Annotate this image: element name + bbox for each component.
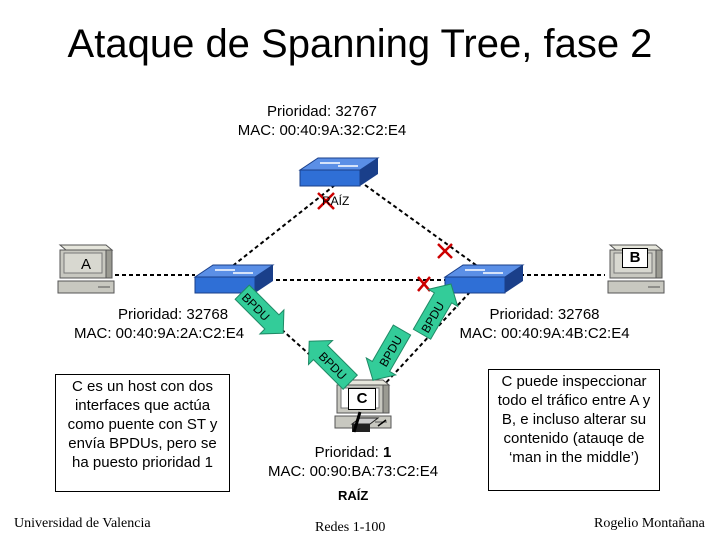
host-c-label: C bbox=[348, 388, 376, 410]
switch-icon bbox=[193, 264, 275, 294]
blocked-port-marks bbox=[317, 192, 453, 292]
host-a-label: A bbox=[80, 256, 91, 273]
note-left: C es un host con dos interfaces que actú… bbox=[55, 374, 230, 492]
link-right-c bbox=[369, 291, 471, 401]
switch-icon bbox=[443, 264, 525, 294]
left-switch-info: Prioridad: 32768 MAC: 00:40:9A:2A:C2:E4 bbox=[74, 305, 244, 343]
link-top-right bbox=[364, 184, 481, 269]
left-switch-mac: MAC: 00:40:9A:2A:C2:E4 bbox=[74, 325, 245, 342]
top-switch-mac: MAC: 00:40:9A:32:C2:E4 bbox=[237, 122, 407, 139]
host-c-info: Prioridad: 1 MAC: 00:90:BA:73:C2:E4 bbox=[258, 443, 448, 481]
top-switch-info: Prioridad: 32767 MAC: 00:40:9A:32:C2:E4 bbox=[222, 102, 422, 140]
x-mark-icon bbox=[437, 243, 453, 259]
host-c-priority-value: 1 bbox=[383, 444, 392, 461]
x-mark-icon bbox=[417, 276, 431, 292]
right-switch-priority: Prioridad: 32768 bbox=[489, 306, 600, 323]
page-title: Ataque de Spanning Tree, fase 2 bbox=[67, 22, 653, 66]
footer-center: Redes 1-100 bbox=[315, 520, 386, 535]
right-switch-info: Prioridad: 32768 MAC: 00:40:9A:4B:C2:E4 bbox=[452, 305, 637, 343]
host-c-raiz-label: RAÍZ bbox=[338, 488, 369, 503]
bridge-symbol-icon bbox=[350, 411, 387, 433]
footer-right: Rogelio Montañana bbox=[594, 516, 705, 531]
top-switch-raiz-label: RAÍZ bbox=[322, 194, 350, 208]
computer-icon bbox=[57, 244, 115, 294]
top-switch-priority: Prioridad: 32767 bbox=[266, 103, 378, 120]
left-switch-priority: Prioridad: 32768 bbox=[118, 306, 229, 323]
x-mark-icon bbox=[317, 192, 335, 210]
footer-left: Universidad de Valencia bbox=[14, 516, 151, 531]
host-c-priority-prefix: Prioridad: bbox=[314, 444, 384, 461]
link-top-left bbox=[229, 184, 336, 269]
right-switch-mac: MAC: 00:40:9A:4B:C2:E4 bbox=[459, 325, 630, 342]
host-b-label: B bbox=[622, 248, 648, 268]
switch-icon bbox=[298, 157, 380, 187]
host-c-mac: MAC: 00:90:BA:73:C2:E4 bbox=[267, 463, 439, 480]
bpdu-arrow: BPDU bbox=[365, 324, 412, 381]
links bbox=[115, 184, 605, 401]
note-right: C puede inspeccionar todo el tráfico ent… bbox=[488, 369, 660, 491]
host-c-priority: Prioridad: 1 bbox=[258, 443, 448, 462]
